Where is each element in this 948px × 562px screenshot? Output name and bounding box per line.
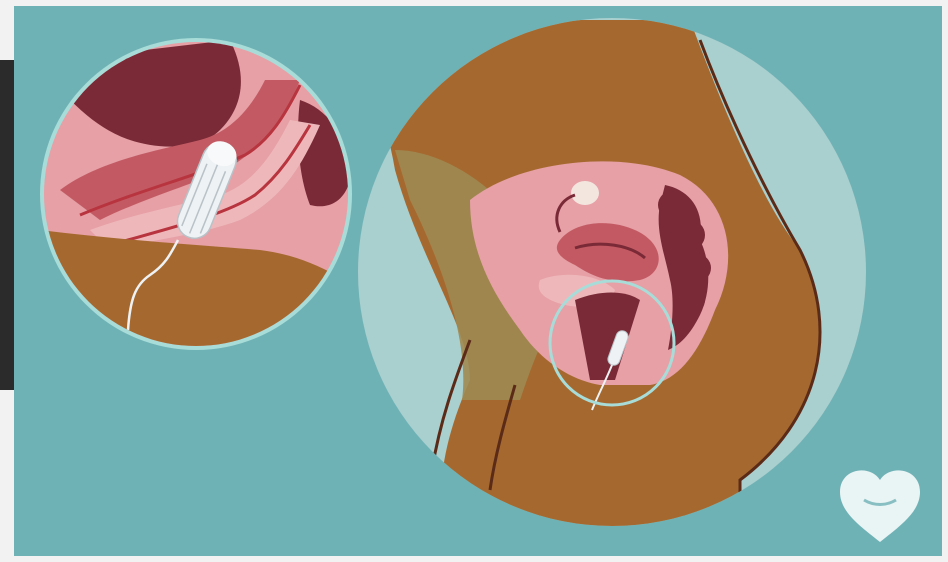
colon-bulge-4 — [679, 287, 705, 313]
ovary — [571, 181, 599, 205]
colon-bulge-2 — [675, 220, 705, 250]
colon-bulge-1 — [658, 191, 686, 219]
colon-bulge-3 — [683, 254, 711, 282]
left-dark-strip — [0, 60, 16, 390]
